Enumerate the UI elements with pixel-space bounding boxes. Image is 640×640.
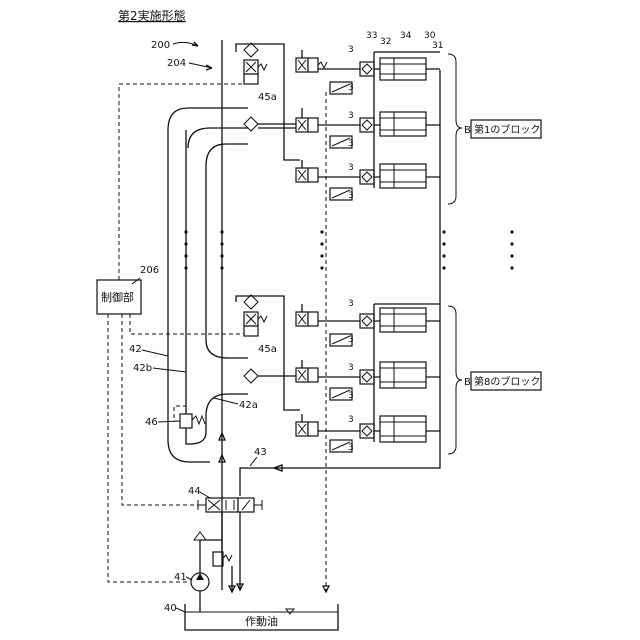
cylinder-row-8-2 <box>318 362 426 388</box>
label-3-e: 3 <box>348 163 354 173</box>
label-3-k: 3 <box>348 415 354 425</box>
pump-relief-spring <box>223 555 232 561</box>
figure-title: 第2実施形態 <box>118 8 186 23</box>
label-31: 31 <box>432 41 443 51</box>
label-46: 46 <box>145 417 158 428</box>
block-8 <box>236 295 440 452</box>
signal-line-pump <box>108 314 190 582</box>
cylinder-row-3 <box>318 164 426 188</box>
relief-valve-46 <box>180 414 192 428</box>
label-3-a: 3 <box>348 45 354 55</box>
signal-line-top <box>119 84 248 280</box>
block-1 <box>244 43 440 200</box>
label-3-i: 3 <box>348 363 354 373</box>
loop-42-inner <box>206 144 248 358</box>
label-34: 34 <box>400 31 412 41</box>
cylinder-row-1 <box>318 58 426 80</box>
label-32: 32 <box>380 37 391 47</box>
label-45a-bottom: 45a <box>258 344 277 355</box>
leader-204 <box>189 63 212 68</box>
label-3-h: 3 <box>348 335 354 345</box>
signal-line-bottom-valve <box>130 314 248 334</box>
label-200: 200 <box>151 40 170 51</box>
label-3-g: 3 <box>348 299 354 309</box>
leader-46 <box>158 421 180 422</box>
cylinder-row-2 <box>318 112 426 136</box>
label-3-l: 3 <box>348 443 354 453</box>
loop-42-outer <box>168 108 248 462</box>
label-42a: 42a <box>239 400 258 411</box>
block-8-b: B <box>464 377 471 388</box>
label-41: 41 <box>174 572 187 583</box>
label-3-j: 3 <box>348 391 354 401</box>
ellipsis-dots <box>184 230 513 269</box>
loop-42a-return <box>186 130 248 444</box>
cylinder-row-8-1 <box>318 308 426 332</box>
leader-42a <box>214 398 238 404</box>
label-206: 206 <box>140 265 159 276</box>
top-header-line <box>236 44 284 62</box>
check-valve-pump <box>194 532 206 540</box>
leader-44 <box>200 492 210 498</box>
leader-43 <box>250 457 257 466</box>
leader-42b <box>153 368 186 372</box>
relief-valve-46-spring <box>192 416 205 424</box>
block-1-b: B <box>464 125 471 136</box>
cylinder-row-8-3 <box>318 416 426 442</box>
leader-40 <box>176 608 185 612</box>
label-3-c: 3 <box>348 111 354 121</box>
bracket-block-8 <box>448 306 462 454</box>
leader-42 <box>142 350 168 356</box>
label-3-b: 3 <box>348 83 354 93</box>
label-33: 33 <box>366 31 377 41</box>
label-43: 43 <box>254 447 267 458</box>
block-1-label: 第1のブロック <box>474 123 540 136</box>
label-44: 44 <box>188 486 201 497</box>
label-3-f: 3 <box>348 191 354 201</box>
directional-valve-44 <box>198 498 262 512</box>
label-204: 204 <box>167 58 186 69</box>
signal-line-44 <box>122 314 205 505</box>
bracket-block-1 <box>448 54 462 204</box>
block-8-label: 第8のブロック <box>474 375 540 388</box>
controller-label: 制御部 <box>101 290 134 304</box>
tank-label: 作動油 <box>245 614 278 628</box>
label-40: 40 <box>164 603 177 614</box>
label-42b: 42b <box>133 363 152 374</box>
label-3-d: 3 <box>348 139 354 149</box>
label-42: 42 <box>129 344 142 355</box>
label-30: 30 <box>424 31 436 41</box>
label-45a-top: 45a <box>258 92 277 103</box>
